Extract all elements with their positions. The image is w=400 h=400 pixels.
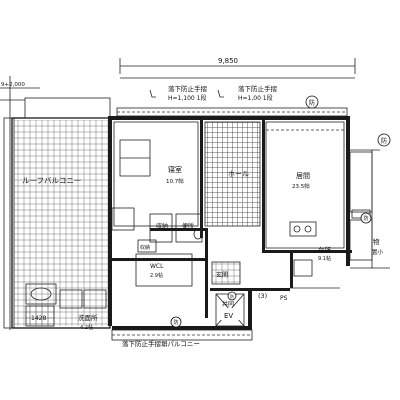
walls [108,116,352,330]
living-room: 居間 23.5帖 [265,121,345,249]
washroom: 1428 洗面所 4.2帖 [25,283,107,331]
right-exterior [290,149,390,289]
rail-left-title: 落下防止手摺 [168,84,208,93]
roof-balcony: ルーフバルコニー [3,97,111,329]
storage-label-2: 置小 [372,248,384,256]
railing-notes: 落下防止手摺 H=1,100 1段 落下防止手摺 H=1,00 1段 防 防 [149,84,391,147]
left-dim-label: 9+2,000 [1,82,25,88]
badge-storage-text: 防 [363,215,368,222]
living-label: 居間 [296,172,310,180]
bedroom: 寝室 10.7帖 [113,121,199,227]
roof-balcony-label: ルーフバルコニー [22,176,81,185]
badge-right-text: 防 [381,137,387,145]
elevator-hall-label: 共同 [222,300,234,308]
rail-right-spec: H=1,00 1段 [238,94,273,102]
wic-area: 2.9帖 [150,272,163,279]
badge-top-text: 防 [309,99,315,107]
elevator-area: 共同 EV (3) PS 防 防 [170,291,288,328]
bath-size-label: 1428 [31,315,46,322]
living-area: 23.5帖 [292,182,310,190]
kitchen-area: 9.1帖 [318,255,331,262]
fire-badge-storage [360,212,372,224]
wic-label: WCL [150,263,164,270]
entrance-label: 玄関 [216,271,228,279]
fire-badge-right [377,133,391,147]
storage: 物 置小 防 [349,151,384,261]
bottom-note: 落下防止手摺塀パルコニー [122,339,200,348]
pipe-space-label: (3) [258,292,267,300]
rail-right-title: 落下防止手摺 [238,84,278,93]
bedroom-area: 10.7帖 [166,177,184,185]
washroom-label: 洗面所 [78,313,98,322]
storage-label: 物 [373,237,380,246]
hall: ホール [204,121,261,227]
kitchen-label: 台所 [318,245,332,254]
toilet-label: 便所 [182,222,194,230]
overall-width-label: 9,850 [218,57,238,65]
fire-badge-elevator [227,291,237,301]
bottom-balcony: 落下防止手摺塀パルコニー [111,329,253,348]
closets: 収納 便所 収納 [111,207,203,253]
closet-1-label: 収納 [156,222,168,230]
washroom-area: 4.2帖 [80,324,93,331]
top-dimension: 9,850 [119,57,356,79]
entrance: 玄関 [211,261,241,285]
bedroom-label: 寝室 [168,165,182,174]
fire-badge-bottom [170,316,182,328]
walk-in-closet: WCL 2.9帖 [135,253,193,287]
closet-2-label: 収納 [140,244,150,251]
elevator-label: EV [224,312,233,320]
rail-left-spec: H=1,100 1段 [168,94,206,102]
kitchen: 台所 9.1帖 [289,221,332,277]
badge-bottom-text: 防 [173,319,178,326]
hall-label: ホール [228,170,249,178]
badge-elevator-text: 防 [230,293,234,299]
ps-label: PS [280,295,288,302]
